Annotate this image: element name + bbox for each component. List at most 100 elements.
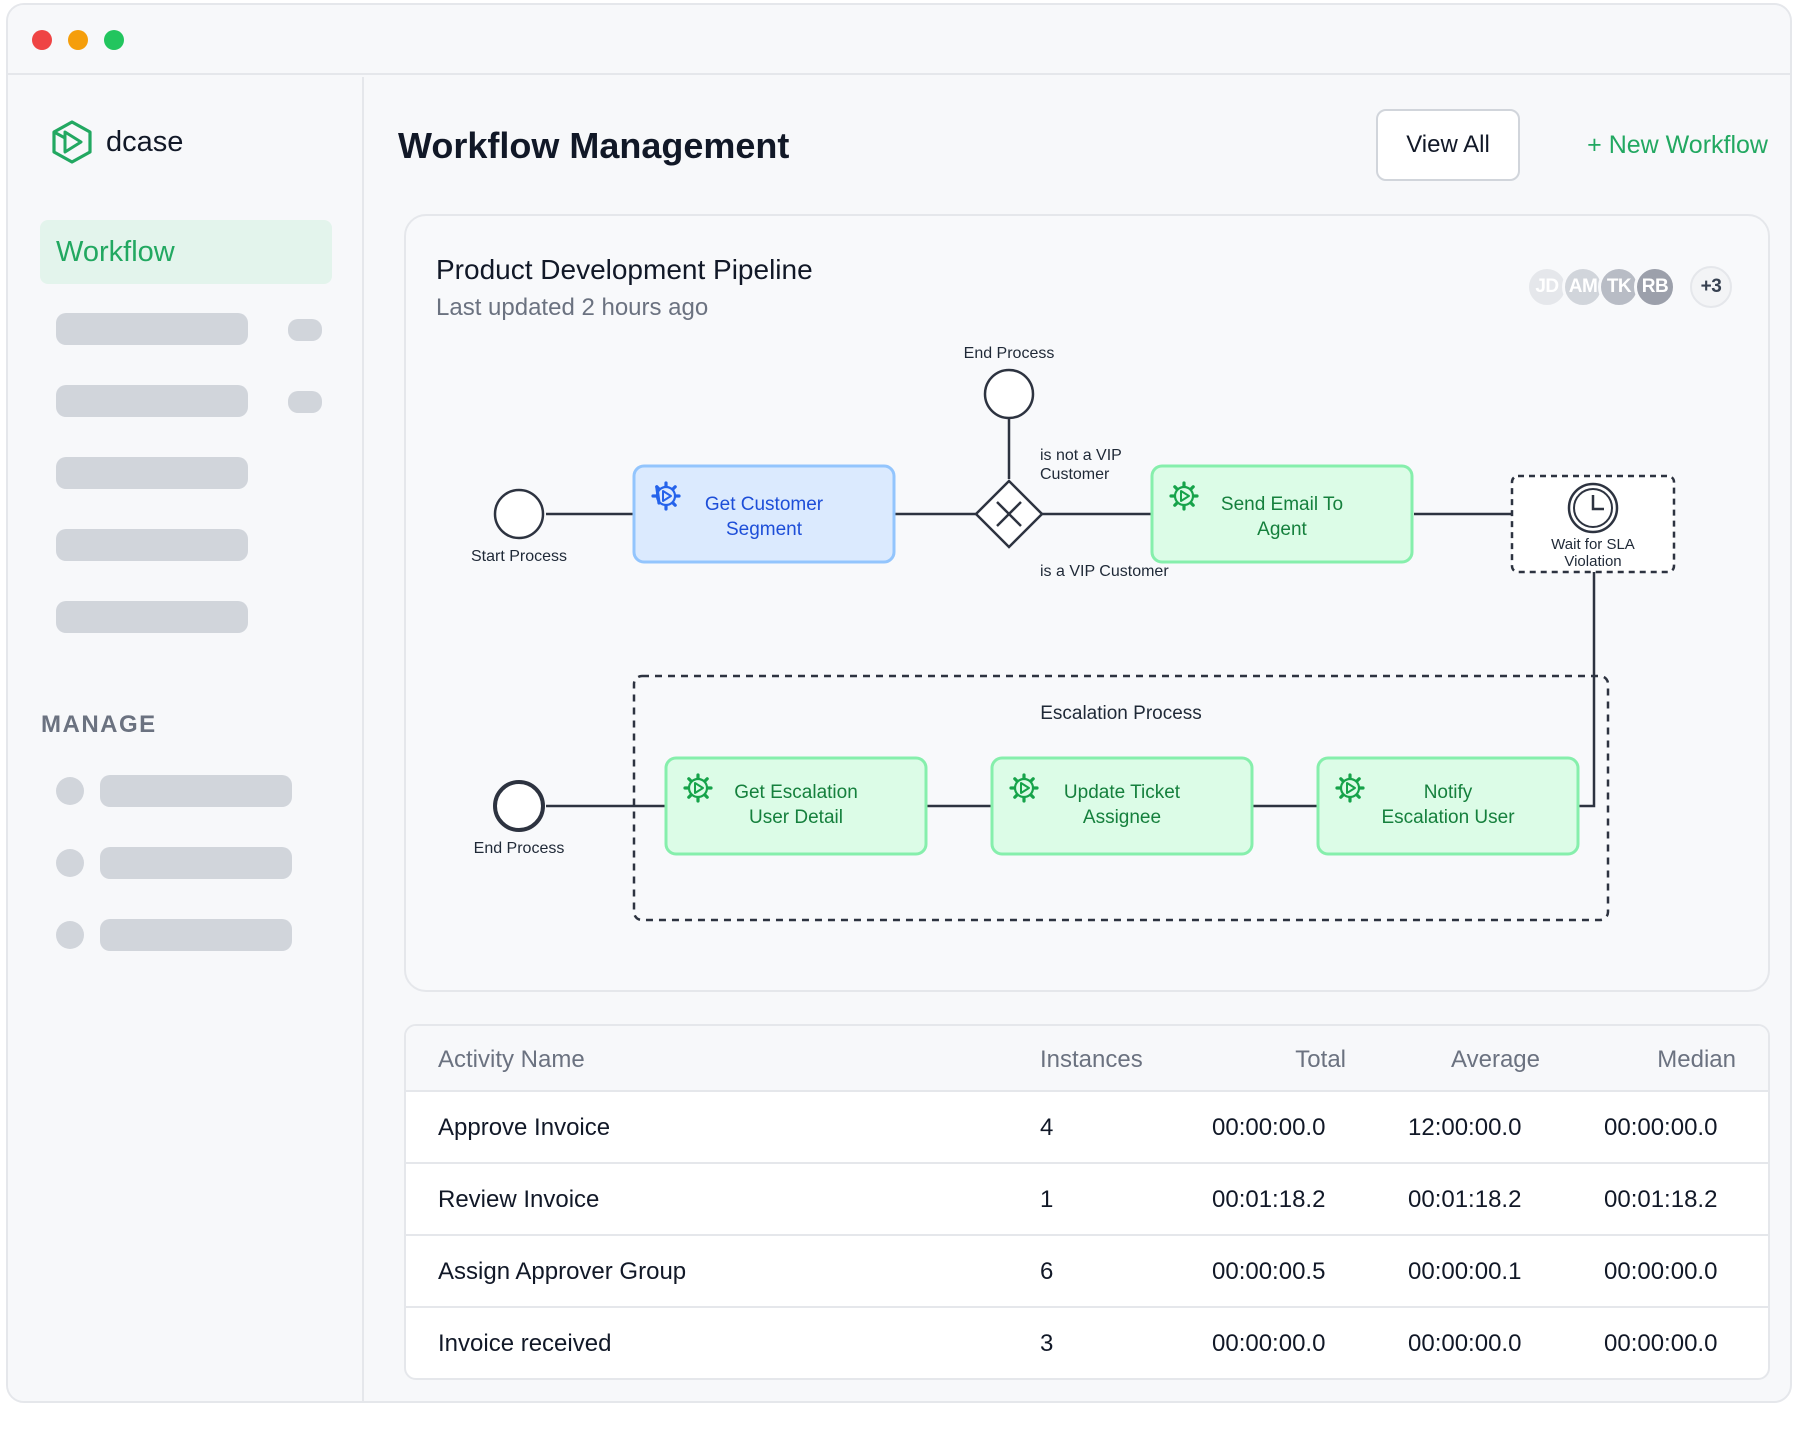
task-label: Escalation User [1381,807,1515,828]
activity-name: Assign Approver Group [438,1258,687,1285]
column-header-instances[interactable]: Instances [1040,1046,1143,1073]
activity-median: 00:00:00.0 [1604,1258,1718,1285]
activity-median: 00:00:00.0 [1604,1114,1718,1141]
activity-name: Approve Invoice [438,1114,611,1141]
gateway-condition-label: is a VIP Customer [1040,563,1169,580]
close-window-button[interactable] [32,30,52,50]
activity-instances: 1 [1040,1186,1054,1213]
workflow-title: Product Development Pipeline [436,254,813,285]
activity-table: Activity Name Instances Total Average Me… [404,1024,1770,1380]
activity-instances: 3 [1040,1330,1054,1357]
activity-average: 00:00:00.0 [1408,1330,1522,1357]
task-get-escalation-user-detail[interactable]: Get Escalation User Detail [664,756,928,856]
maximize-window-button[interactable] [104,30,124,50]
start-event[interactable] [493,488,545,540]
activity-total: 00:00:00.0 [1212,1330,1326,1357]
minimize-window-button[interactable] [68,30,88,50]
workflow-diagram: Escalation Process Start Process End Pro… [471,345,1676,922]
table-row[interactable]: Approve Invoice 4 00:00:00.0 12:00:00.0 … [406,1092,1768,1164]
activity-name: Review Invoice [438,1186,600,1213]
avatar-initials: RB [1641,276,1669,297]
activity-average: 12:00:00.0 [1408,1114,1522,1141]
gateway-condition-label: Customer [1040,466,1110,483]
task-notify-escalation-user[interactable]: Notify Escalation User [1316,756,1580,856]
avatar[interactable]: JD [1526,266,1568,308]
avatar-initials: TK [1606,276,1632,297]
gateway-condition-label: is not a VIP [1040,447,1122,464]
task-label: Send Email To [1221,494,1343,515]
collaborator-avatars: JD AM TK RB +3 [1526,266,1766,310]
avatar-initials: JD [1535,276,1559,297]
exclusive-gateway[interactable] [974,479,1044,549]
escalation-process-label: Escalation Process [1040,703,1202,724]
dcase-logo-icon [52,120,92,164]
activity-instances: 6 [1040,1258,1054,1285]
task-label: Assignee [1083,807,1161,828]
column-header-activity-name[interactable]: Activity Name [438,1046,585,1073]
activity-median: 00:00:00.0 [1604,1330,1718,1357]
sidebar-badge-placeholder [288,391,322,413]
task-label: Update Ticket [1064,782,1181,803]
sidebar-item-placeholder[interactable] [56,385,248,417]
manage-icon-placeholder [56,849,84,877]
activity-average: 00:00:00.1 [1408,1258,1522,1285]
manage-icon-placeholder [56,921,84,949]
workflow-card: Product Development Pipeline Last update… [404,214,1770,992]
sidebar-badge-placeholder [288,319,322,341]
sidebar-item-placeholder[interactable] [56,457,248,489]
activity-total: 00:01:18.2 [1212,1186,1326,1213]
table-row[interactable]: Invoice received 3 00:00:00.0 00:00:00.0… [406,1308,1768,1378]
app-window: dcase Workflow MANAGE Workflow Managemen… [6,3,1792,1403]
sidebar-item-placeholder[interactable] [56,529,248,561]
avatar-initials: AM [1568,276,1598,297]
escalation-subprocess[interactable] [632,674,1610,922]
end-event[interactable] [493,780,545,832]
activity-instances: 4 [1040,1114,1054,1141]
more-collaborators-badge[interactable]: +3 [1690,266,1732,308]
timer-event-wait-sla[interactable]: Wait for SLA Violation [1510,474,1676,574]
column-header-median[interactable]: Median [1657,1046,1736,1073]
activity-total: 00:00:00.0 [1212,1114,1326,1141]
sidebar: dcase Workflow MANAGE [8,77,364,1401]
table-row[interactable]: Assign Approver Group 6 00:00:00.5 00:00… [406,1236,1768,1308]
workflow-last-updated: Last updated 2 hours ago [436,294,709,321]
table-row[interactable]: Review Invoice 1 00:01:18.2 00:01:18.2 0… [406,1164,1768,1236]
manage-item-placeholder[interactable] [100,919,292,951]
activity-name: Invoice received [438,1330,612,1357]
manage-item-placeholder[interactable] [100,847,292,879]
task-update-ticket-assignee[interactable]: Update Ticket Assignee [990,756,1254,856]
manage-item-placeholder[interactable] [100,775,292,807]
end-event-label: End Process [964,345,1055,362]
activity-total: 00:00:00.5 [1212,1258,1326,1285]
task-label: Segment [726,519,803,540]
app-logo[interactable]: dcase [50,119,183,165]
page-title: Workflow Management [398,125,790,166]
view-all-button[interactable]: View All [1376,109,1520,181]
task-label: Notify [1424,782,1473,803]
end-event[interactable] [983,368,1035,420]
avatar[interactable]: AM [1562,266,1604,308]
column-header-total[interactable]: Total [1295,1046,1346,1073]
clock-icon [1567,482,1619,534]
timer-label: Violation [1564,553,1621,570]
sidebar-section-manage: MANAGE [41,711,157,738]
sidebar-item-placeholder[interactable] [56,313,248,345]
start-event-label: Start Process [471,548,567,565]
column-header-average[interactable]: Average [1451,1046,1540,1073]
task-get-customer-segment[interactable]: Get Customer Segment [632,464,896,564]
task-label: Get Escalation [734,782,858,803]
end-event-label: End Process [474,840,565,857]
sidebar-item-workflow[interactable]: Workflow [40,220,332,284]
new-workflow-button[interactable]: + New Workflow [1538,109,1768,181]
task-send-email-to-agent[interactable]: Send Email To Agent [1150,464,1414,564]
task-label: User Detail [749,807,843,828]
activity-median: 00:01:18.2 [1604,1186,1718,1213]
timer-label: Wait for SLA [1551,536,1635,553]
activity-average: 00:01:18.2 [1408,1186,1522,1213]
table-header: Activity Name Instances Total Average Me… [406,1026,1768,1092]
task-label: Get Customer [705,494,824,515]
title-bar [8,5,1790,75]
avatar[interactable]: RB [1634,266,1676,308]
app-name: dcase [106,125,184,158]
sidebar-item-placeholder[interactable] [56,601,248,633]
